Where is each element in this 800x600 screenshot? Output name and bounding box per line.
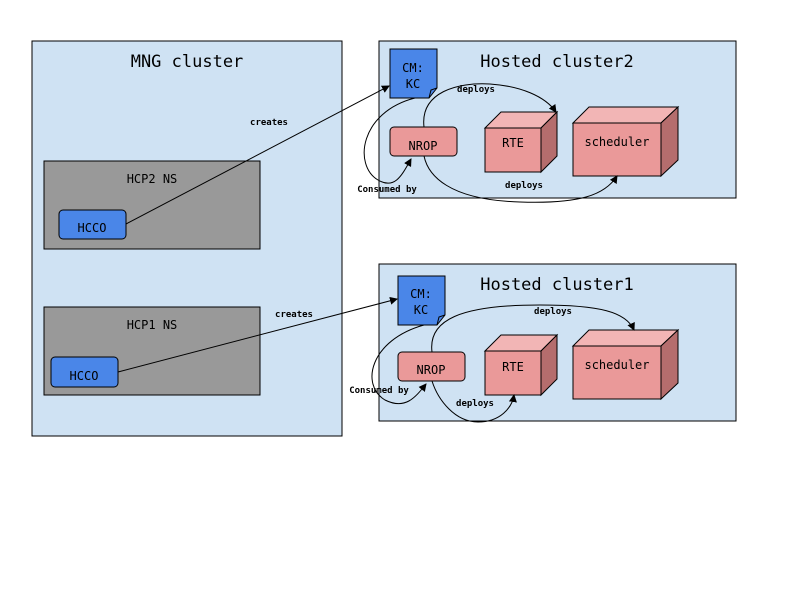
configmap-note-fold [428, 87, 438, 99]
nrop-node: NROP [389, 126, 458, 157]
rte-cube-front [484, 127, 542, 173]
hosted-cluster1: Hosted cluster1 CM: KC NROP RTE schedule… [349, 263, 737, 423]
scheduler-cube-front [572, 122, 662, 177]
hcp2-namespace: HCP2 NS HCCO [43, 160, 261, 250]
configmap-kc: CM: KC [397, 275, 446, 326]
nrop-label: NROP [417, 363, 446, 377]
configmap-label-line2: KC [414, 303, 428, 317]
nrop-label: NROP [409, 139, 438, 153]
hcp2-namespace-title: HCP2 NS [127, 172, 178, 186]
rte-node: RTE [483, 333, 559, 397]
edge-label-creates: creates [250, 118, 288, 128]
rte-cube-front [484, 350, 542, 396]
edge-label-creates: creates [275, 310, 313, 320]
configmap-note-shape [397, 275, 446, 326]
edge-label-consumed-by: Consumed by [349, 386, 409, 396]
edge-nrop-deploys-scheduler [423, 155, 618, 203]
hcp1-namespace-title: HCP1 NS [127, 318, 178, 332]
configmap-label-line1: CM: [402, 61, 424, 75]
configmap-kc: CM: KC [389, 48, 438, 99]
edge-nrop-deploys-scheduler [431, 304, 635, 353]
edge-label-consumed-by: Consumed by [357, 185, 417, 195]
configmap-label-line1: CM: [410, 287, 432, 301]
hosted-cluster1-title: Hosted cluster1 [480, 275, 634, 295]
edge-nrop-deploys-rte [423, 83, 557, 128]
edge-hcco-creates-configmap-cluster1 [117, 296, 398, 373]
mng-cluster: MNG cluster HCP2 NS HCCO HCP1 NS HCCO [31, 40, 343, 437]
mng-cluster-title: MNG cluster [131, 52, 244, 72]
rte-label: RTE [502, 136, 524, 150]
configmap-label-line2: KC [406, 77, 420, 91]
rte-node: RTE [483, 110, 559, 174]
scheduler-cube-front [572, 345, 662, 400]
edge-label-deploys-scheduler: deploys [505, 181, 543, 191]
hosted-cluster2-title: Hosted cluster2 [480, 52, 634, 72]
scheduler-label: scheduler [584, 135, 649, 149]
edge-label-deploys-rte: deploys [456, 399, 494, 409]
edge-label-deploys-scheduler: deploys [534, 307, 572, 317]
edge-configmap-consumed-by-nrop [371, 324, 427, 405]
configmap-note-fold [436, 314, 446, 326]
hcp1-namespace: HCP1 NS HCCO [43, 306, 261, 396]
rte-label: RTE [502, 360, 524, 374]
edge-label-deploys-rte: deploys [457, 85, 495, 95]
edge-nrop-deploys-rte [431, 380, 517, 423]
hcco-operator-box [58, 209, 127, 240]
hcco-operator-label: HCCO [70, 369, 99, 383]
scheduler-node: scheduler [571, 328, 680, 401]
scheduler-cube-top [571, 329, 680, 347]
hosted-cluster2: Hosted cluster2 CM: KC NROP RTE schedule… [357, 40, 737, 203]
scheduler-label: scheduler [584, 358, 649, 372]
configmap-note-shape [389, 48, 438, 99]
edge-hcco-creates-configmap-cluster2 [125, 85, 390, 225]
scheduler-node: scheduler [571, 105, 680, 178]
edge-configmap-consumed-by-nrop [363, 97, 416, 184]
hcco-operator-label: HCCO [78, 221, 107, 235]
nrop-node: NROP [397, 351, 466, 382]
scheduler-cube-top [571, 106, 680, 124]
